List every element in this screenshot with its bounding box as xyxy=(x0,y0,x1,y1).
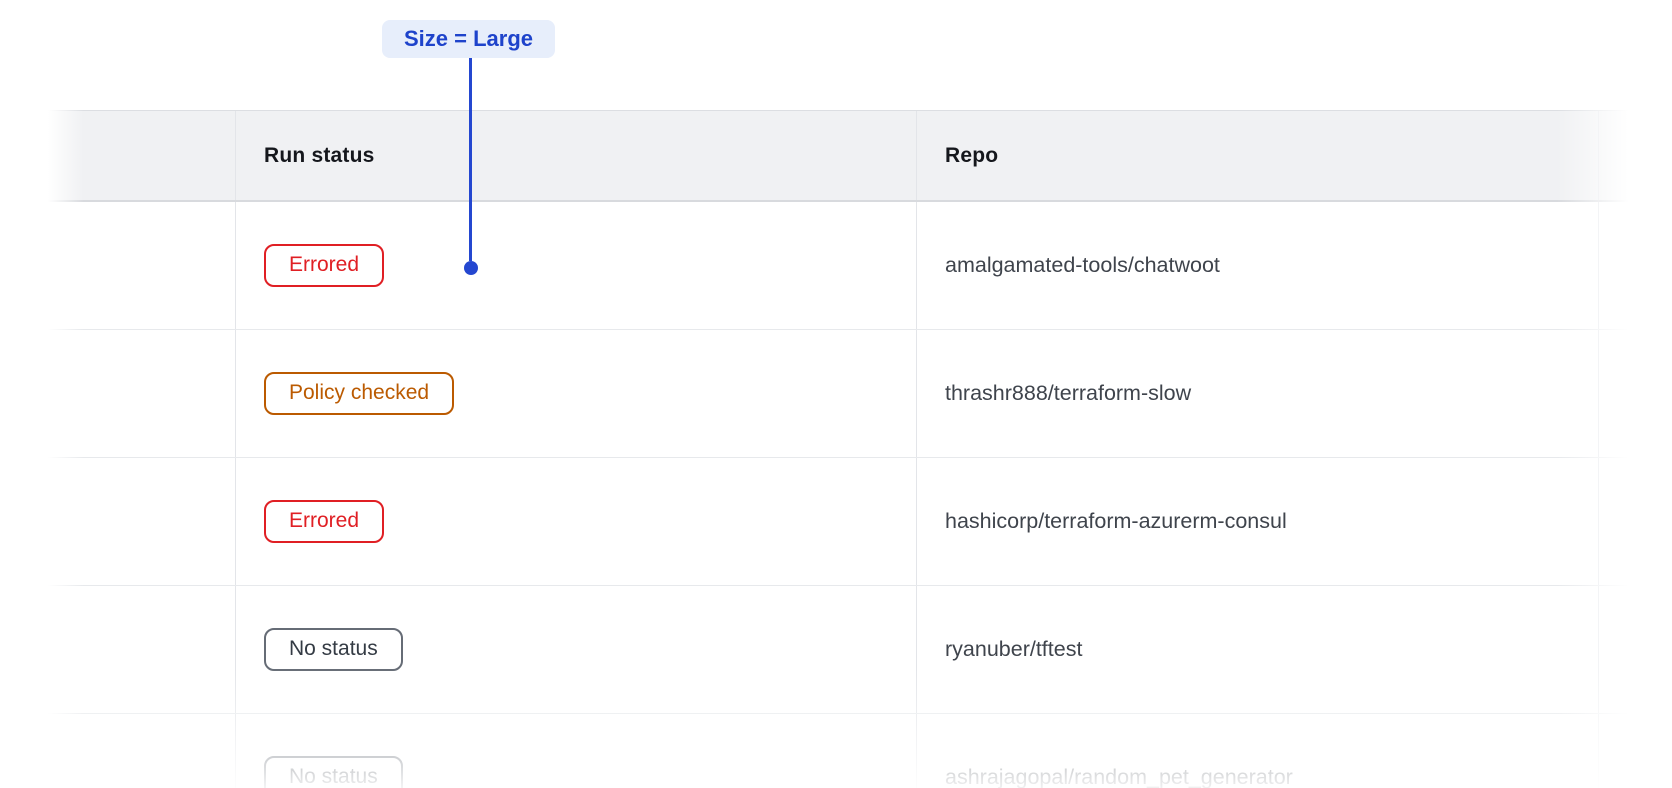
empty-cell xyxy=(48,714,235,788)
callout-pointer-line xyxy=(469,58,472,261)
table-header-row: Run status Repo xyxy=(48,110,1672,202)
repo-cell: hashicorp/terraform-azurerm-consul xyxy=(916,458,1598,585)
header-cell-repo: Repo xyxy=(916,111,1598,200)
table-row[interactable]: Errored hashicorp/terraform-azurerm-cons… xyxy=(48,458,1672,586)
run-status-badge: Policy checked xyxy=(264,372,455,415)
empty-cell xyxy=(1598,586,1672,713)
empty-cell xyxy=(1598,458,1672,585)
empty-cell xyxy=(48,586,235,713)
run-status-badge: No status xyxy=(264,628,403,671)
run-status-cell: Errored xyxy=(235,458,916,585)
run-status-cell: No status xyxy=(235,586,916,713)
size-large-callout-label: Size = Large xyxy=(382,20,555,58)
table-row[interactable]: Errored amalgamated-tools/chatwoot xyxy=(48,202,1672,330)
table-row[interactable]: Policy checked thrashr888/terraform-slow xyxy=(48,330,1672,458)
repo-cell: ashrajagopal/random_pet_generator xyxy=(916,714,1598,788)
empty-cell xyxy=(48,458,235,585)
empty-cell xyxy=(48,202,235,329)
table-row[interactable]: No status ryanuber/tftest xyxy=(48,586,1672,714)
header-cell-empty xyxy=(48,111,235,200)
empty-cell xyxy=(1598,330,1672,457)
callout-pointer-dot xyxy=(464,261,478,275)
repo-cell: ryanuber/tftest xyxy=(916,586,1598,713)
repo-cell: thrashr888/terraform-slow xyxy=(916,330,1598,457)
empty-cell xyxy=(48,330,235,457)
header-cell-run-status: Run status xyxy=(235,111,916,200)
header-cell-empty xyxy=(1598,111,1672,200)
empty-cell xyxy=(1598,202,1672,329)
run-status-cell: No status xyxy=(235,714,916,788)
run-status-cell: Policy checked xyxy=(235,330,916,457)
run-status-cell: Errored xyxy=(235,202,916,329)
run-status-badge: Errored xyxy=(264,244,385,287)
workspaces-table: Run status Repo Errored amalgamated-tool… xyxy=(48,110,1672,788)
repo-cell: amalgamated-tools/chatwoot xyxy=(916,202,1598,329)
run-status-badge: Errored xyxy=(264,500,385,543)
run-status-badge: No status xyxy=(264,756,403,788)
table-row[interactable]: No status ashrajagopal/random_pet_genera… xyxy=(48,714,1672,788)
table-body: Errored amalgamated-tools/chatwoot Polic… xyxy=(48,202,1672,788)
empty-cell xyxy=(1598,714,1672,788)
